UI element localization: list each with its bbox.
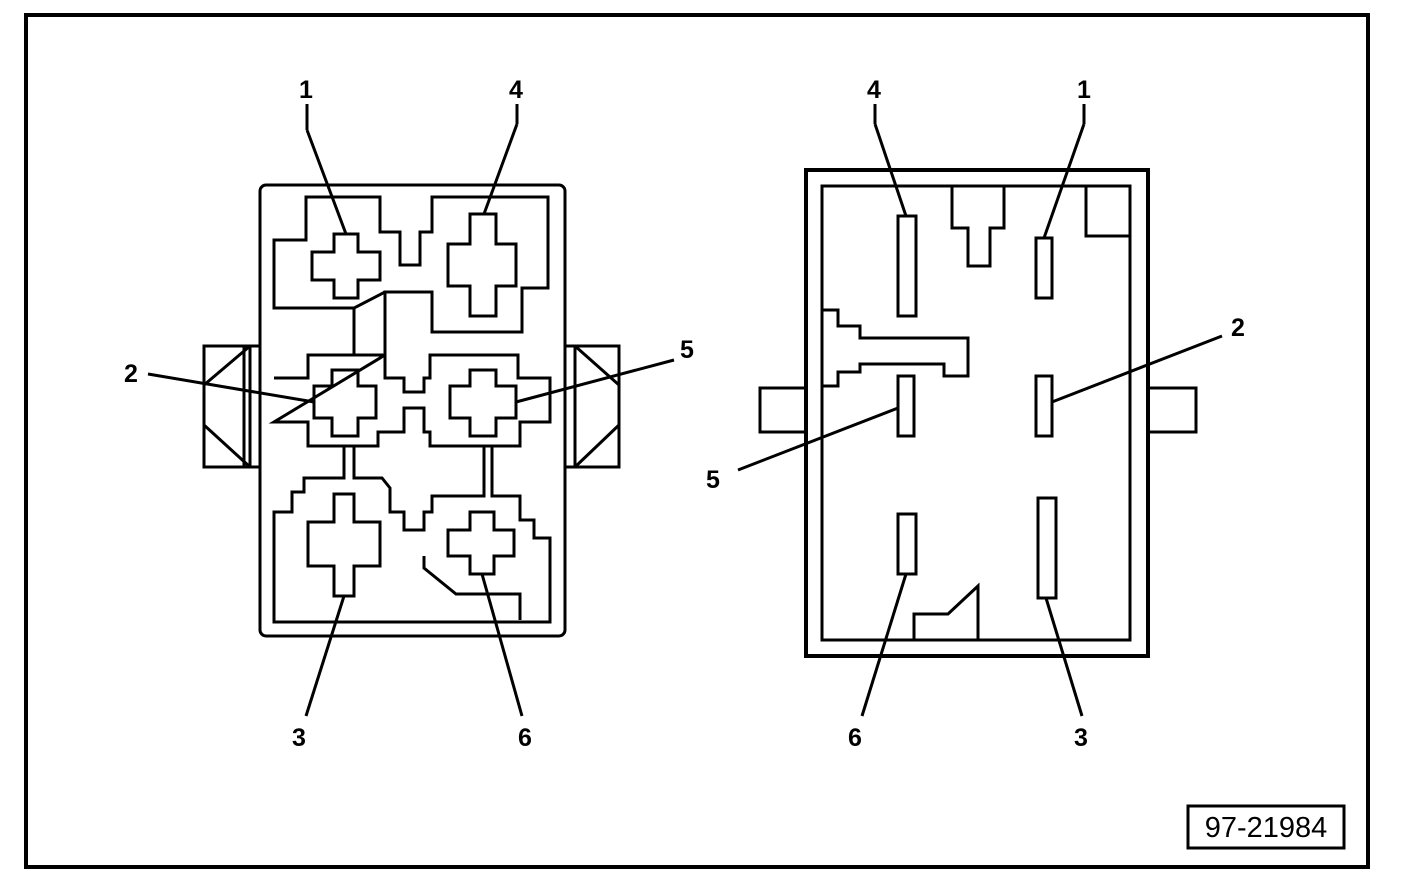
left-cavity-bottom [272,444,552,624]
left-leader-2 [147,372,315,404]
right-bottom-ramp [912,582,980,640]
figure-number: 97-21984 [1205,812,1328,844]
right-leader-5 [737,406,899,472]
right-tab-right [1148,386,1198,434]
right-connector-inner [820,184,1132,642]
left-terminal-4 [446,212,518,318]
left-pin-label-3: 3 [292,724,306,752]
right-slot-5 [896,374,916,438]
right-slot-2 [1034,374,1054,438]
left-connector: 1 4 2 5 3 6 [124,76,694,752]
left-terminal-3 [306,492,382,598]
figure-frame [24,13,1370,869]
left-pin-label-6: 6 [518,724,532,752]
left-leader-4 [482,123,519,215]
right-pin-label-5: 5 [706,466,720,494]
right-pin-label-6: 6 [848,724,862,752]
right-connector: 4 1 2 5 6 3 [706,76,1245,752]
left-terminal-2 [312,368,378,438]
right-leader-2 [1051,334,1223,404]
right-slot-4 [896,214,918,318]
right-leader-1 [1042,123,1086,239]
left-connector-body [258,183,567,638]
left-terminal-5 [448,368,518,438]
right-slot-3 [1036,496,1058,600]
left-cavity-mid [268,290,552,448]
left-pin-label-5: 5 [680,336,694,364]
left-cavity-outline [272,195,550,357]
left-pin-label-4: 4 [509,76,523,104]
right-corner-key [1084,186,1130,238]
left-leader-1 [305,129,348,235]
left-pin-label-2: 2 [124,360,138,388]
right-leader-6 [860,573,908,717]
left-pin-label-1: 1 [299,76,313,104]
right-pin-label-1: 1 [1077,76,1091,104]
right-leader-4 [873,123,908,217]
right-tab-left [758,386,806,434]
right-side-key [822,308,970,388]
right-connector-body [804,168,1150,658]
right-leader-3 [1044,597,1084,717]
left-latch-left [202,344,262,469]
right-pin-label-2: 2 [1231,314,1245,342]
left-leader-5 [515,358,675,404]
left-leader-3 [304,595,346,717]
right-slot-6 [896,512,918,576]
left-terminal-1 [310,232,382,300]
left-leader-6 [480,573,524,717]
figure-number-box [1186,804,1346,850]
right-pin-label-3: 3 [1074,724,1088,752]
right-slot-1 [1034,236,1054,300]
left-lock-ramp [422,556,522,620]
right-pin-label-4: 4 [867,76,881,104]
left-terminal-6 [446,510,516,576]
right-top-key [950,186,1006,268]
left-latch-right [563,344,621,469]
